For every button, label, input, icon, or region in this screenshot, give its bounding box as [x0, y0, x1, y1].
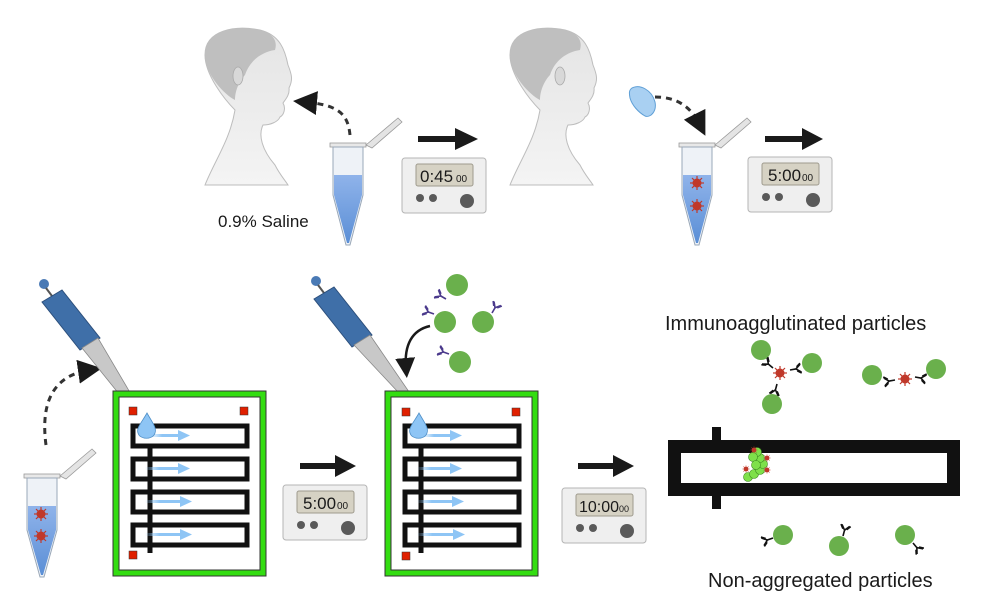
marker-square [401, 551, 411, 561]
immunoagglutinated-label: Immunoagglutinated particles [665, 313, 926, 335]
non-aggregated-particles [760, 523, 925, 556]
next-step-arrow-2 [765, 128, 823, 150]
immunoagglutinated-cluster-2 [862, 359, 946, 388]
timer-display: 10:00 [579, 499, 619, 516]
person-head-profile-2 [509, 27, 597, 186]
antibody-particles-reagent [421, 274, 503, 373]
min-button[interactable] [297, 521, 305, 529]
aggregate-in-channel [742, 446, 771, 482]
detection-channel [668, 427, 960, 509]
microfluidic-chip-2 [384, 390, 539, 577]
next-step-arrow-1 [418, 128, 478, 150]
timer-display: 0:45 [420, 167, 453, 186]
microfluidic-chip-1 [112, 390, 267, 577]
sec-button[interactable] [429, 194, 437, 202]
flow-arrows [145, 430, 192, 540]
flow-arrows [417, 430, 465, 540]
timer-display-centiseconds: 00 [619, 504, 629, 514]
timer-4: 10:00 00 [561, 487, 647, 544]
curved-arrow-to-chip [395, 324, 431, 378]
min-button[interactable] [762, 193, 770, 201]
dashed-arrow-to-pipette [43, 359, 102, 446]
droplet-icon [137, 412, 156, 439]
timer-2: 5:00 00 [747, 156, 833, 213]
sample-tube-with-virus [678, 117, 752, 246]
non-aggregated-label: Non-aggregated particles [708, 570, 933, 592]
virus-icon [689, 175, 705, 191]
marker-square [128, 406, 138, 416]
start-stop-button[interactable] [341, 521, 355, 535]
virus-icon [33, 528, 49, 544]
start-stop-button[interactable] [620, 524, 634, 538]
min-button[interactable] [416, 194, 424, 202]
timer-display-centiseconds: 00 [337, 501, 349, 512]
sample-tube-with-virus-bottom [23, 448, 97, 578]
next-step-arrow-3 [300, 455, 356, 477]
marker-square [511, 407, 521, 417]
min-button[interactable] [576, 524, 584, 532]
start-stop-button[interactable] [460, 194, 474, 208]
saline-label: 0.9% Saline [218, 212, 309, 231]
next-step-arrow-4 [578, 455, 634, 477]
sec-button[interactable] [310, 521, 318, 529]
virus-icon [33, 506, 49, 522]
virus-icon [689, 198, 705, 214]
marker-square [239, 406, 249, 416]
marker-square [128, 550, 138, 560]
dashed-arrow-to-tube [654, 95, 706, 136]
timer-display-centiseconds: 00 [802, 173, 814, 184]
sec-button[interactable] [775, 193, 783, 201]
sample-tube-saline [329, 117, 403, 246]
person-head-profile-1 [204, 27, 292, 186]
sec-button[interactable] [589, 524, 597, 532]
timer-display: 5:00 [768, 166, 801, 185]
timer-display-centiseconds: 00 [456, 174, 468, 185]
droplet-icon [409, 412, 428, 439]
timer-1: 0:45 00 [401, 157, 487, 214]
immunoagglutinated-cluster-1 [751, 340, 822, 414]
start-stop-button[interactable] [806, 193, 820, 207]
marker-square [401, 407, 411, 417]
timer-3: 5:00 00 [282, 484, 368, 541]
dashed-arrow-to-mouth [293, 91, 352, 136]
saliva-droplet [628, 86, 656, 117]
timer-display: 5:00 [303, 494, 336, 513]
pipette-2 [311, 276, 419, 409]
